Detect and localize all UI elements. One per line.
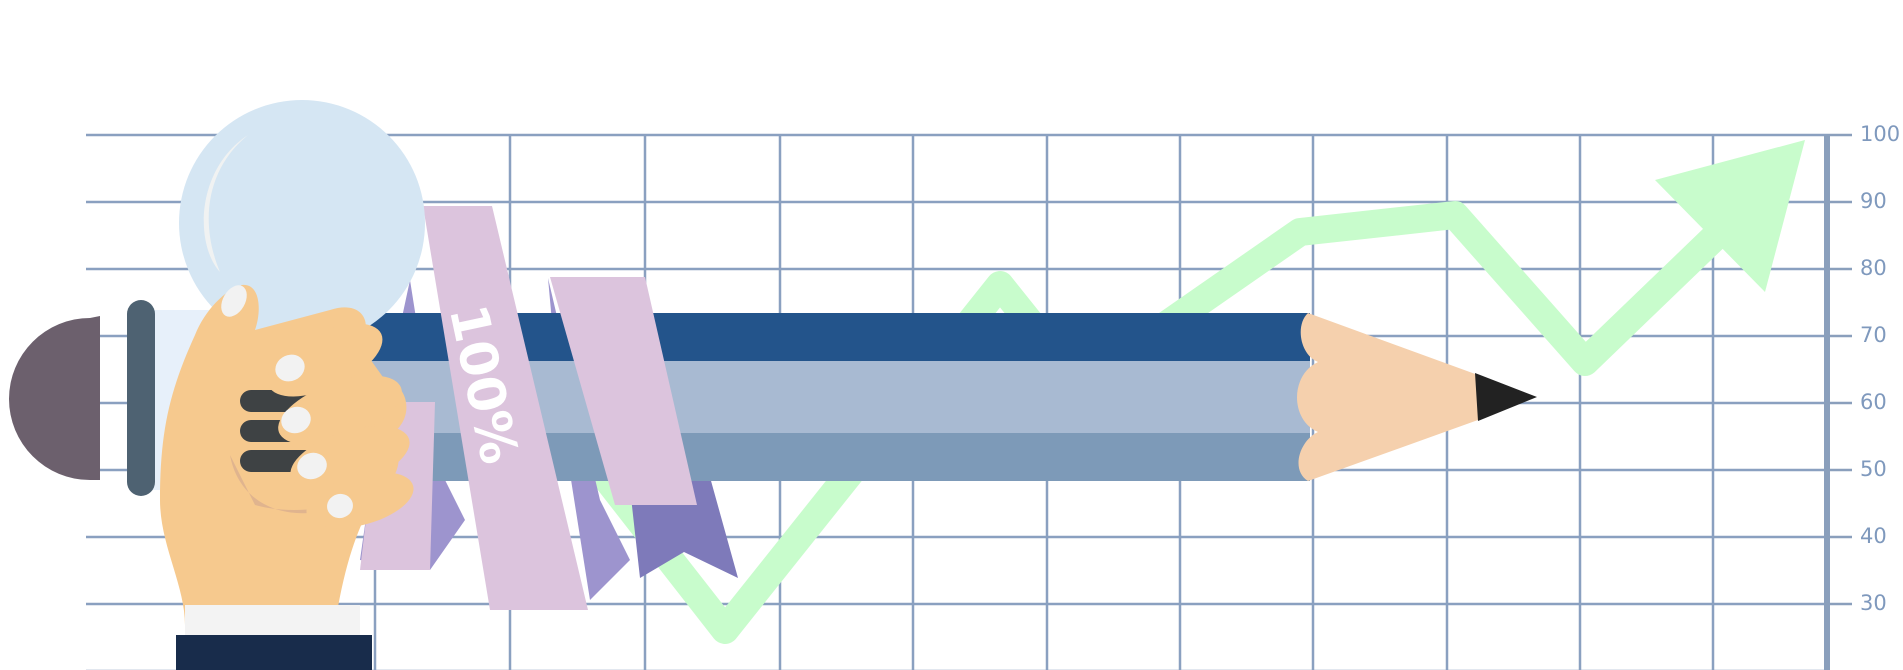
ribbon-front: 100%	[360, 206, 697, 610]
axis-tick-label: 90	[1860, 189, 1887, 213]
bulb-glass	[179, 100, 425, 346]
trend-arrow-head	[1655, 140, 1805, 292]
axis-tick-labels: 100 90 80 70 60 50 40 30	[1827, 122, 1900, 615]
microphone-ring	[127, 300, 155, 496]
microphone-head	[9, 316, 100, 480]
pencil-wood-tip	[1297, 313, 1478, 481]
ribbon-band-right	[550, 277, 697, 505]
shirt-cuff	[185, 605, 360, 635]
trend-arrow-icon	[586, 140, 1805, 644]
axis-tick-label: 30	[1860, 591, 1887, 615]
axis-tick-label: 70	[1860, 323, 1887, 347]
axis-tick-label: 80	[1860, 256, 1887, 280]
pencil-lead	[1475, 373, 1537, 421]
hand-icon	[160, 284, 414, 670]
nail-3	[297, 452, 327, 480]
ribbon-band-main	[423, 206, 588, 610]
trend-line	[586, 201, 1734, 644]
suit-sleeve	[176, 635, 372, 670]
nail-1	[275, 354, 305, 382]
axis-tick-label: 100	[1860, 122, 1900, 146]
axis-tick-label: 50	[1860, 457, 1887, 481]
axis-tick-label: 40	[1860, 524, 1887, 548]
nail-2	[281, 406, 311, 434]
nail-4	[327, 493, 353, 519]
axis-tick-label: 60	[1860, 390, 1887, 414]
finger-2	[278, 375, 402, 445]
nail-thumb	[221, 285, 247, 317]
ribbon-fold-back-mid	[548, 278, 630, 600]
